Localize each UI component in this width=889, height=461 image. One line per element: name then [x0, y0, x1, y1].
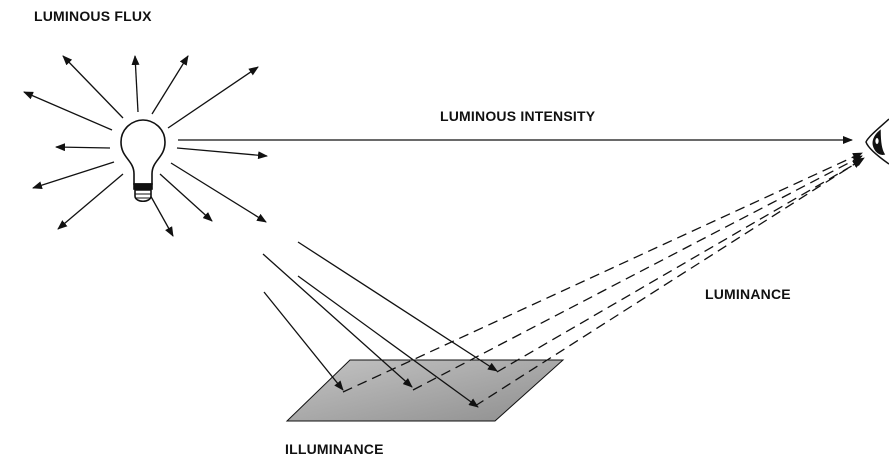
flux-ray [23, 91, 113, 131]
flux-ray [148, 192, 174, 237]
flux-ray [32, 161, 115, 190]
illuminated-surface [285, 359, 565, 422]
incident-ray [263, 291, 344, 391]
luminance-ray [342, 152, 863, 393]
flux-ray [167, 66, 259, 129]
luminance-label: LUMINANCE [705, 286, 791, 302]
illuminance-rays [262, 241, 498, 408]
luminance-ray [496, 159, 863, 373]
illuminance-label: ILLUMINANCE [285, 441, 384, 457]
flux-ray [151, 55, 189, 115]
flux-ray [55, 143, 111, 152]
luminance-ray [474, 157, 865, 407]
incident-ray [297, 275, 479, 408]
luminous-flux-label: LUMINOUS FLUX [34, 8, 152, 24]
light-bulb-icon [120, 119, 166, 203]
incident-ray [297, 241, 498, 372]
luminance-ray [412, 155, 863, 391]
luminance-rays [342, 152, 865, 407]
flux-ray [159, 173, 213, 222]
flux-ray [62, 55, 124, 119]
incident-ray [262, 253, 413, 388]
luminous-flux-rays [23, 55, 268, 237]
flux-ray [170, 162, 267, 223]
flux-ray [57, 173, 124, 230]
flux-ray [176, 147, 268, 160]
eye-icon [865, 118, 889, 165]
flux-ray [131, 55, 140, 113]
luminous-intensity-label: LUMINOUS INTENSITY [440, 108, 596, 124]
